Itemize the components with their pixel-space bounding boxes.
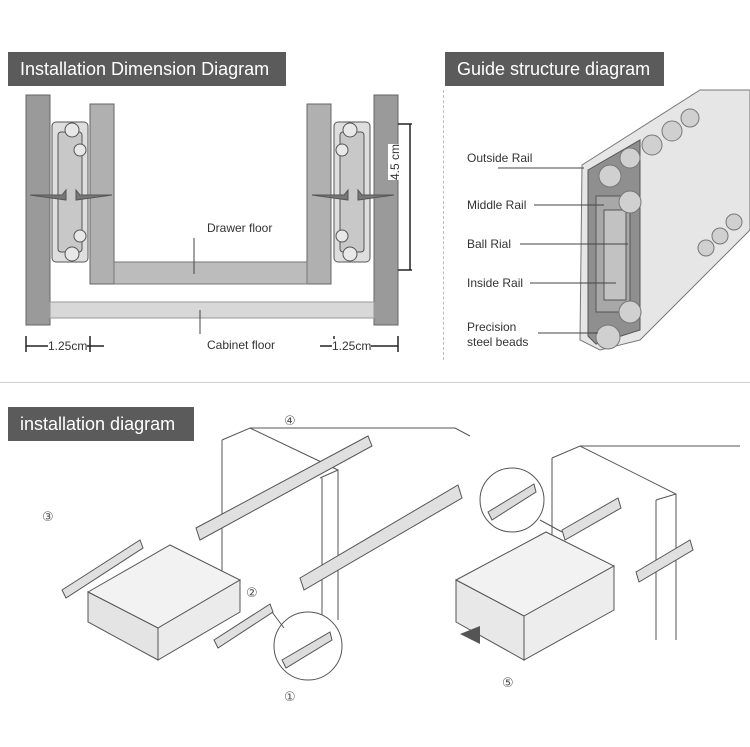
section-divider-vertical bbox=[443, 90, 444, 360]
step-5-marker: ⑤ bbox=[502, 676, 514, 691]
guide-structure-diagram bbox=[498, 89, 750, 351]
step-1-marker: ① bbox=[284, 690, 296, 705]
left-gap-label: 1.25cm bbox=[48, 339, 88, 353]
drawer-floor-label: Drawer floor bbox=[207, 221, 273, 235]
left-slide-rail bbox=[29, 121, 113, 263]
ball-rail-label: Ball Rial bbox=[467, 237, 512, 251]
step-3-marker: ③ bbox=[42, 510, 54, 525]
installation-diagram bbox=[61, 427, 740, 681]
dimension-section-title: Installation Dimension Diagram bbox=[8, 52, 286, 86]
outside-rail-label: Outside Rail bbox=[467, 151, 533, 165]
right-slide-rail bbox=[311, 121, 395, 263]
middle-rail-label: Middle Rail bbox=[467, 198, 527, 212]
structure-section-title: Guide structure diagram bbox=[445, 52, 664, 86]
precision-beads-label: Precision steel beads bbox=[467, 320, 529, 349]
right-gap-label: 1.25cm bbox=[332, 339, 372, 353]
step-4-marker: ④ bbox=[284, 414, 296, 429]
installation-section-title: installation diagram bbox=[8, 407, 194, 441]
step-2-marker: ② bbox=[246, 586, 258, 601]
height-label: 4.5 cm bbox=[388, 143, 402, 180]
section-divider bbox=[0, 382, 750, 383]
dimension-diagram bbox=[25, 94, 412, 352]
inside-rail-label: Inside Rail bbox=[467, 276, 524, 290]
cabinet-floor-label: Cabinet floor bbox=[207, 338, 276, 352]
